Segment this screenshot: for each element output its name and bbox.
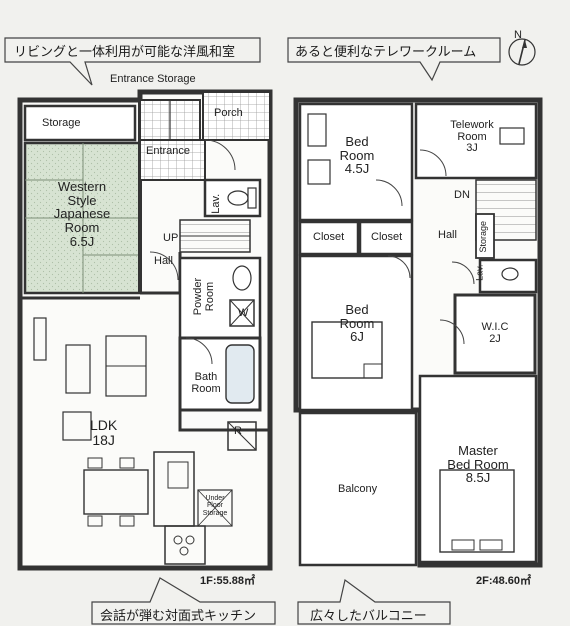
floor1-area: 1F:55.88㎡ [200,575,256,587]
label-up: UP [163,232,179,244]
floor-2 [293,97,543,568]
callout-top-right: あると便利なテレワークルーム [295,45,477,60]
callout-frame-top-left [4,37,261,86]
label-balcony: Balcony [338,483,378,495]
label-storage-2f: Storage [478,220,489,253]
callout-frame-bottom-left [91,577,276,625]
callout-frame-top-right [287,37,501,82]
label-hall-2f: Hall [438,229,457,241]
callout-top-left: リビングと一体利用が可能な洋風和室 [14,45,236,60]
label-western-room: Western Style Japanese Room 6.5J [53,179,111,249]
compass [508,38,536,66]
label-lav-2f: Lav. [474,264,485,281]
label-entrance-storage: Entrance Storage [110,73,196,85]
label-ldk: LDK 18J [90,417,118,448]
callout-bottom-right: 広々したバルコニー [310,609,427,624]
label-fridge: R [234,425,242,437]
label-powder-room: Powder Room [192,277,216,316]
floor-1 [17,89,273,571]
floor2-area: 2F:48.60㎡ [476,575,532,587]
door-swings [149,139,475,365]
label-lav-1f: Lav. [210,193,223,214]
label-bath-room: Bath Room [191,371,221,395]
callout-bottom-left: 会話が弾む対面式キッチン [100,609,257,624]
label-master-bedroom: Master Bed Room 8.5J [447,443,509,486]
label-closet-2: Closet [371,231,403,243]
label-wic: W.I.C 2J [481,321,509,345]
label-washer: W [238,307,249,319]
label-dn: DN [454,189,470,201]
label-entrance: Entrance [146,145,191,157]
compass-north-label: N [514,29,522,41]
label-hall-1f: Hall [154,255,173,267]
callout-frames [4,37,501,625]
label-bed-4-5: Bed Room 4.5J [339,134,375,177]
label-telework-room: Telework Room 3J [450,119,494,155]
label-storage-1f: Storage [42,117,81,129]
label-bed-6: Bed Room 6J [339,302,375,345]
label-closet-1: Closet [313,231,345,243]
label-underfloor-storage: Under Floor Storage [202,495,228,517]
label-porch: Porch [214,107,243,119]
callout-frame-bottom-right [297,578,451,625]
